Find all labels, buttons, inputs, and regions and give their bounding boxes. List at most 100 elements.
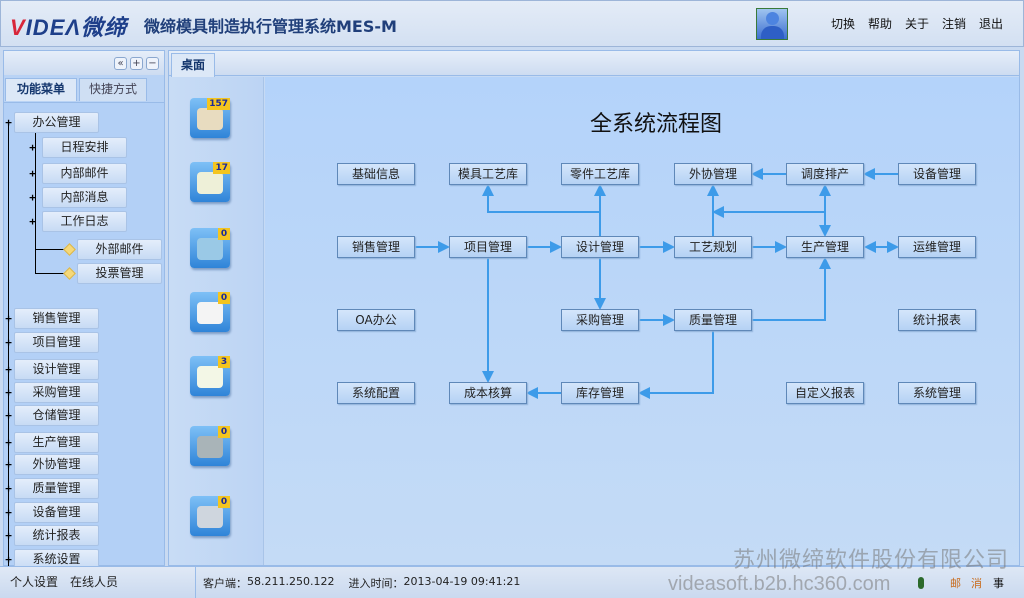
tree-item-internal-message[interactable]: 内部消息 [42,187,127,208]
count-badge: 0 [218,292,230,304]
expand-icon[interactable]: + [5,409,12,422]
watermark-company: 苏州微缔软件股份有限公司 [733,548,1010,573]
leaf-icon [63,267,76,280]
expand-icon[interactable]: + [5,386,12,399]
tree-item-module[interactable]: 生产管理 [14,432,99,453]
logout-link[interactable]: 注销 [942,17,967,31]
satellite-icon-glyph [197,436,223,458]
flow-node[interactable]: 系统配置 [337,382,415,404]
tree-item-module[interactable]: 采购管理 [14,382,99,403]
tab-function-menu[interactable]: 功能菜单 [5,78,77,101]
flow-node[interactable]: 系统管理 [898,382,976,404]
count-badge: 0 [218,426,230,438]
switch-link[interactable]: 切换 [831,17,856,31]
tab-desktop[interactable]: 桌面 [171,53,215,77]
exit-link[interactable]: 退出 [979,17,1004,31]
expand-icon[interactable]: + [5,506,12,519]
message-status-icon[interactable]: 消 [971,577,982,590]
user-avatar-icon[interactable] [756,8,788,40]
mail-status-icon[interactable]: 邮 [950,577,961,590]
notepad-icon-glyph [197,302,223,324]
tree-item-module[interactable]: 项目管理 [14,332,99,353]
expand-icon[interactable]: + [5,553,12,566]
collapse-button[interactable]: « [114,57,127,70]
tree-item-module[interactable]: 设备管理 [14,502,99,523]
tree-item-module[interactable]: 统计报表 [14,525,99,546]
notepad-icon[interactable]: 0 [190,292,230,332]
flow-node[interactable]: 库存管理 [561,382,639,404]
flow-node[interactable]: 运维管理 [898,236,976,258]
task-status-icon[interactable]: 事 [993,577,1004,590]
expand-icon[interactable]: + [5,436,12,449]
mail-icon[interactable]: 17 [190,162,230,202]
footer-left [0,566,196,598]
online-users-link[interactable]: 在线人员 [70,575,119,589]
flow-node[interactable]: 采购管理 [561,309,639,331]
flow-node[interactable]: 外协管理 [674,163,752,185]
flow-title: 全系统流程图 [590,112,723,137]
cabinet-icon-glyph [197,506,223,528]
expand-icon[interactable]: + [29,167,36,180]
count-badge: 157 [207,98,230,110]
mail-icon-glyph [197,172,223,194]
tree-item-module[interactable]: 销售管理 [14,308,99,329]
tab-shortcuts[interactable]: 快捷方式 [79,78,147,101]
flow-node[interactable]: 基础信息 [337,163,415,185]
flow-node[interactable]: 自定义报表 [786,382,864,404]
tree-item-schedule[interactable]: 日程安排 [42,137,127,158]
flow-node[interactable]: 项目管理 [449,236,527,258]
about-link[interactable]: 关于 [905,17,930,31]
menu-tree: + 办公管理 + 日程安排 + 内部邮件 + 内部消息 + 工作日志 外部邮件 … [4,102,164,570]
flow-node[interactable]: 设计管理 [561,236,639,258]
expand-icon[interactable]: + [5,116,12,129]
status-bar [196,566,1024,598]
globe-icon[interactable]: 0 [190,228,230,268]
app-title: 微缔模具制造执行管理系统MES-M [144,17,397,36]
personal-settings-link[interactable]: 个人设置 [10,575,59,589]
cabinet-icon[interactable]: 0 [190,496,230,536]
flow-node[interactable]: 统计报表 [898,309,976,331]
expand-icon[interactable]: + [5,312,12,325]
login-time-label: 进入时间： [348,577,404,590]
session-info: 客户端： 58.211.250.122 进入时间： 2013-04-19 09:… [203,575,520,591]
tree-item-module[interactable]: 质量管理 [14,478,99,499]
flow-node[interactable]: 模具工艺库 [449,163,527,185]
flow-node[interactable]: 设备管理 [898,163,976,185]
client-label: 客户端： [203,577,247,590]
expand-icon[interactable]: + [5,529,12,542]
expand-icon[interactable]: + [5,482,12,495]
app-header [0,0,1024,47]
expand-icon[interactable]: + [5,458,12,471]
flow-node[interactable]: 调度排产 [786,163,864,185]
tree-item-module[interactable]: 外协管理 [14,454,99,475]
expand-icon[interactable]: + [29,141,36,154]
tree-item-internal-mail[interactable]: 内部邮件 [42,163,127,184]
collapse-all-button[interactable]: − [146,57,159,70]
tree-item-module[interactable]: 系统设置 [14,549,99,570]
tree-item-module[interactable]: 设计管理 [14,359,99,380]
expand-icon[interactable]: + [5,336,12,349]
videa-logo: VIDEΛ微缔 [10,15,128,40]
tree-item-external-mail[interactable]: 外部邮件 [77,239,162,260]
expand-all-button[interactable]: + [130,57,143,70]
flow-node[interactable]: OA办公 [337,309,415,331]
expand-icon[interactable]: + [29,215,36,228]
tree-item-voting[interactable]: 投票管理 [77,263,162,284]
satellite-icon[interactable]: 0 [190,426,230,466]
message-icon[interactable]: 157 [190,98,230,138]
tree-item-module[interactable]: 仓储管理 [14,405,99,426]
count-badge: 0 [218,228,230,240]
tree-item-work-log[interactable]: 工作日志 [42,211,127,232]
flow-node[interactable]: 销售管理 [337,236,415,258]
tree-item-office[interactable]: 办公管理 [14,112,99,133]
flow-node[interactable]: 质量管理 [674,309,752,331]
flow-node[interactable]: 成本核算 [449,382,527,404]
gantt-icon[interactable]: 3 [190,356,230,396]
speaker-icon[interactable] [918,577,924,589]
flow-node[interactable]: 生产管理 [786,236,864,258]
flow-node[interactable]: 工艺规划 [674,236,752,258]
expand-icon[interactable]: + [5,363,12,376]
help-link[interactable]: 帮助 [868,17,893,31]
flow-node[interactable]: 零件工艺库 [561,163,639,185]
expand-icon[interactable]: + [29,191,36,204]
